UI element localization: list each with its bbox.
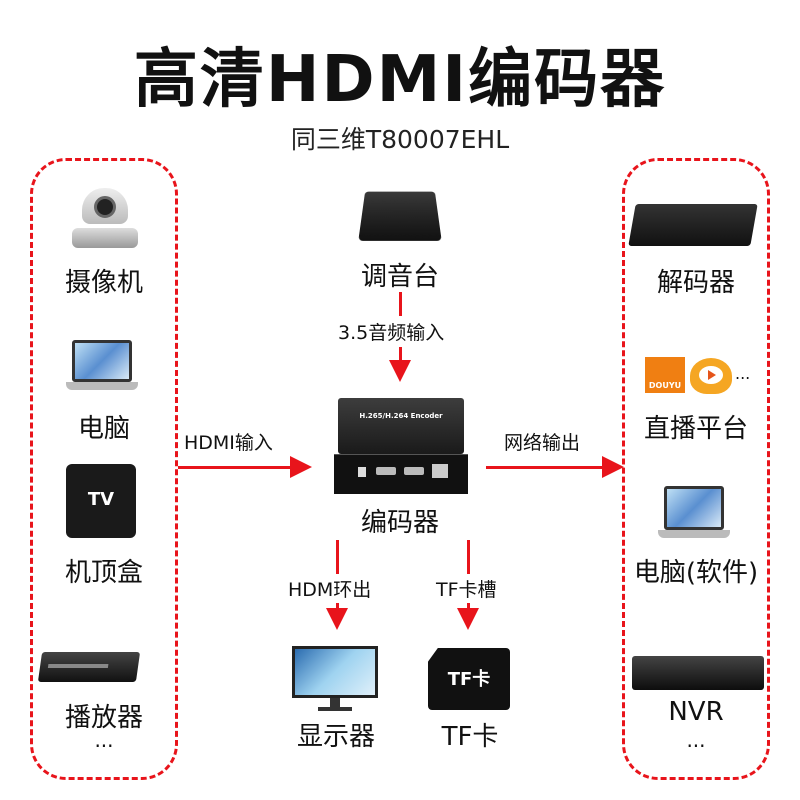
network-output-line — [486, 466, 606, 469]
arrow-right-icon — [602, 456, 624, 478]
input-devices-panel — [30, 158, 178, 780]
output-more: ... — [686, 728, 706, 752]
decoder-icon — [628, 204, 758, 246]
input-more: ... — [94, 728, 114, 752]
tv-box-icon: TV — [66, 464, 136, 538]
tf-slot-label: TF卡槽 — [434, 574, 499, 603]
set-top-box-label: 机顶盒 — [64, 558, 143, 588]
camera-label: 摄像机 — [64, 268, 143, 298]
arrow-right-icon — [290, 456, 312, 478]
mixer-label: 调音台 — [360, 262, 439, 292]
encoder-label: 编码器 — [360, 508, 439, 538]
hdmi-input-label: HDMI输入 — [184, 428, 273, 455]
audio-input-label: 3.5音频输入 — [336, 316, 447, 347]
camera-icon — [72, 188, 138, 250]
tf-card-label: TF卡 — [441, 722, 499, 752]
computer-software-label: 电脑(软件) — [633, 558, 759, 588]
decoder-label: 解码器 — [656, 268, 735, 298]
page-title: 高清HDMI编码器 — [133, 43, 667, 117]
computer-label: 电脑 — [77, 414, 130, 444]
laptop-icon — [66, 340, 138, 396]
player-icon — [37, 652, 141, 682]
monitor-label: 显示器 — [296, 722, 375, 752]
hdmi-input-line — [178, 466, 294, 469]
arrow-down-icon — [389, 360, 411, 382]
mixer-icon — [358, 191, 442, 241]
model-number: 同三维T80007EHL — [290, 125, 510, 154]
hdmi-loop-label: HDM环出 — [286, 574, 374, 603]
laptop-icon — [658, 486, 730, 544]
nvr-icon — [632, 656, 764, 690]
huya-logo-icon — [690, 358, 732, 394]
player-label: 播放器 — [64, 703, 143, 733]
arrow-down-icon — [326, 608, 348, 630]
arrow-down-icon — [457, 608, 479, 630]
encoder-device-icon: H.265/H.264 Encoder — [334, 398, 468, 494]
douyu-logo-icon: DOUYU — [645, 357, 685, 393]
monitor-icon — [292, 646, 378, 712]
live-platform-label: 直播平台 — [643, 414, 748, 444]
nvr-label: NVR — [668, 697, 724, 727]
platform-more: ... — [735, 364, 751, 383]
tf-card-icon: TF卡 — [428, 648, 510, 710]
network-output-label: 网络输出 — [504, 428, 581, 455]
